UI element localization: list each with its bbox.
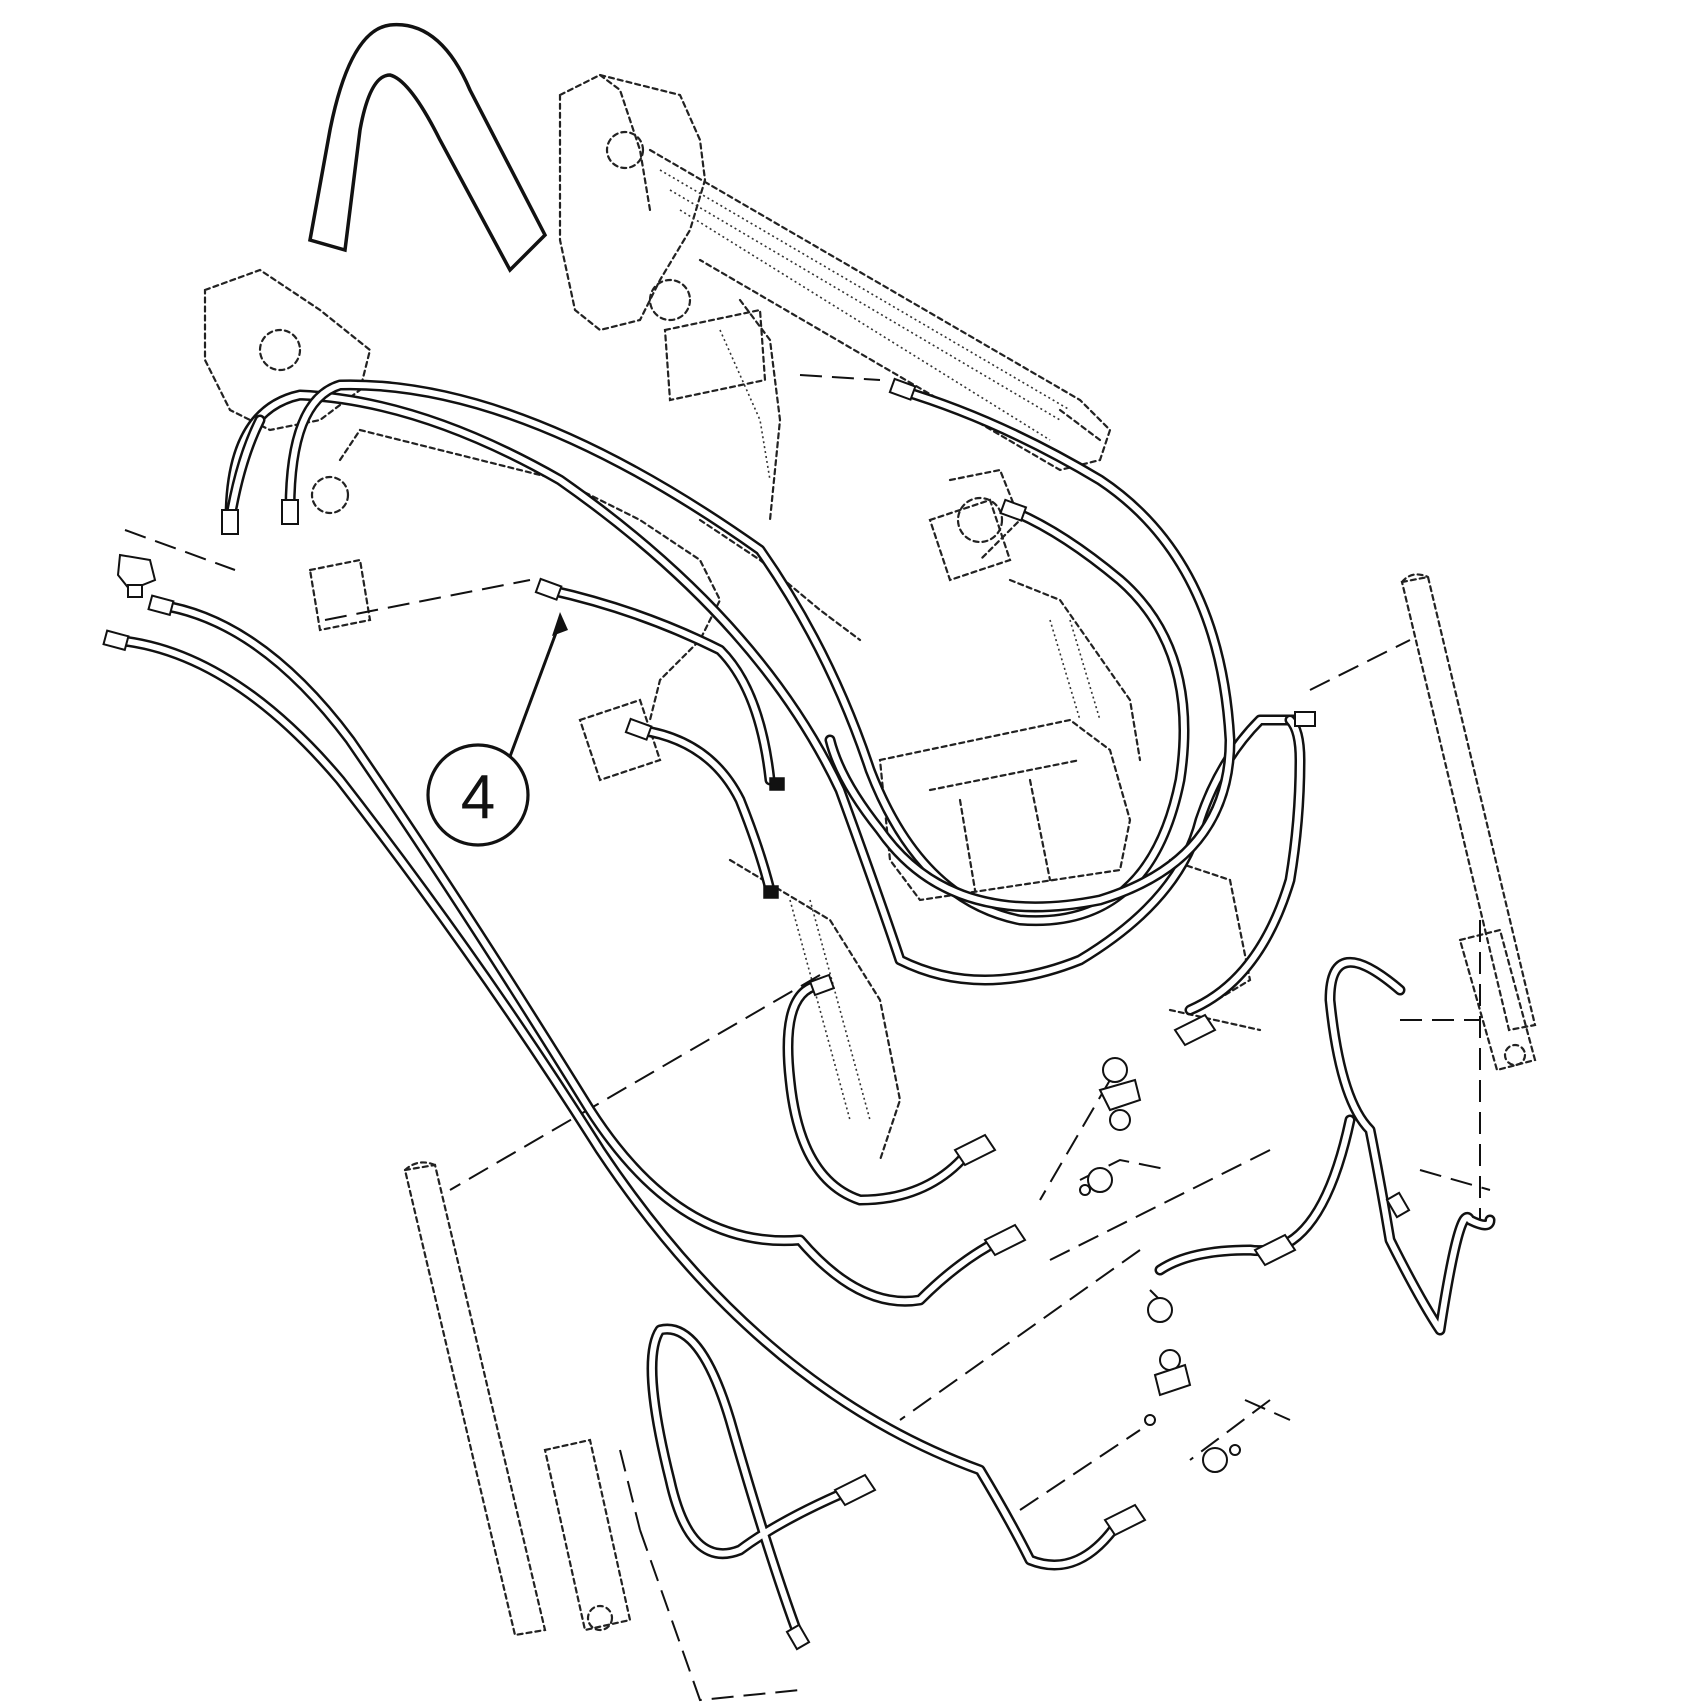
arrow-head-icon (552, 612, 568, 636)
right-cylinder (1400, 573, 1537, 1072)
assembly-leaders (124, 374, 1491, 1702)
callout-arrow (503, 621, 562, 771)
top-curved-hose (307, 22, 548, 273)
ghost-structure (203, 73, 1262, 1162)
left-cylinder (403, 1161, 632, 1637)
fittings (102, 377, 1411, 1651)
callout-circle (426, 743, 530, 847)
callout-label: 4 (461, 763, 495, 832)
hoses (109, 379, 1496, 1646)
callout-4: 4 (426, 612, 568, 847)
